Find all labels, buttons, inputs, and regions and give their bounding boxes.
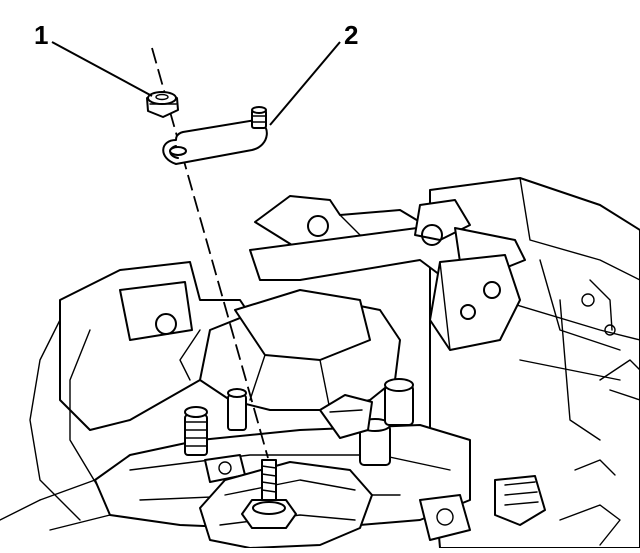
callout-label-2: 2	[344, 20, 358, 50]
callout-1-leader	[51, 41, 153, 97]
shift-control-stud	[241, 459, 297, 529]
nut-part-1	[146, 91, 179, 118]
lever-bracket-part-2	[162, 106, 268, 165]
callout-2-leader	[269, 41, 341, 126]
engine-assembly	[0, 177, 640, 549]
callout-label-1: 1	[34, 20, 48, 50]
assembly-axis-line	[151, 47, 269, 459]
